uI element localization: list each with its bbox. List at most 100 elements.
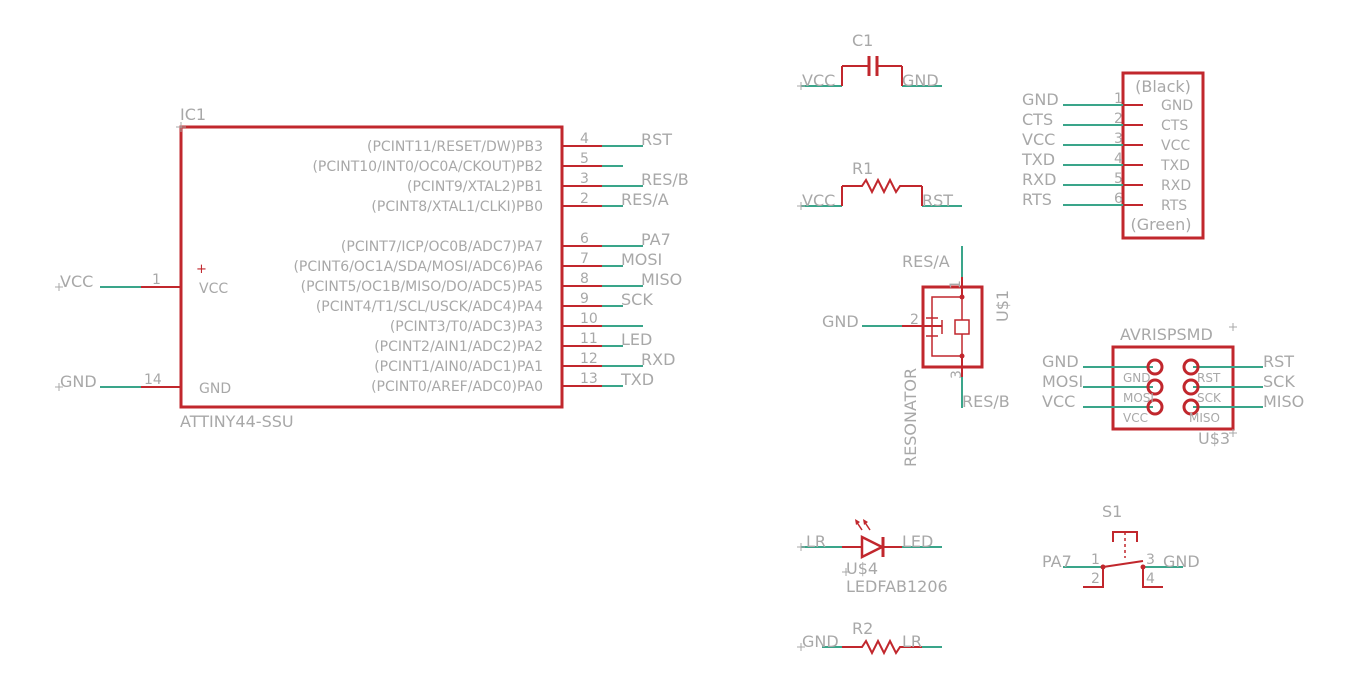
ic1-component[interactable]: IC1 ATTINY44-SSU + VCC GND 1 VCC 14 GND … (55, 105, 689, 431)
ftdi-body (1121, 71, 1205, 240)
pin-number: 3 (1114, 131, 1123, 147)
pin-number: 11 (580, 331, 598, 347)
avrisp-header[interactable]: AVRISPSMD GND MOSI VCC RST SCK MISO GND … (1042, 323, 1304, 448)
r2-left-net: GND (802, 632, 839, 651)
pin-number: 1 (1091, 552, 1100, 568)
led-u4[interactable]: LR LED U$4 LEDFAB1206 (797, 519, 948, 596)
ftdi-top-label: (Black) (1135, 77, 1191, 96)
pin-label: (PCINT0/AREF/ADC0)PA0 (371, 379, 543, 395)
pin-name: CTS (1161, 118, 1188, 134)
pin-name: TXD (1160, 158, 1190, 174)
pin-number: 2 (910, 312, 919, 328)
pin-number: 5 (1114, 171, 1123, 187)
resonator-u1[interactable]: 1 2 3 RES/A GND RES/B U$1 RESONATOR (822, 246, 1012, 467)
pin-label: (PCINT9/XTAL2)PB1 (407, 179, 543, 195)
c1-capacitor[interactable]: C1 VCC GND (797, 31, 942, 90)
pin-number: 1 (152, 272, 161, 288)
net-label-resb: RES/B (962, 392, 1010, 411)
pin-number: 1 (1114, 91, 1123, 107)
net-label: TXD (1021, 150, 1055, 169)
ftdi-bottom-label: (Green) (1131, 215, 1192, 234)
net-label-led: LED (621, 330, 652, 349)
led-right-net: LED (902, 532, 933, 551)
r1-right-net: RST (922, 191, 953, 210)
pin-label: (PCINT3/T0/ADC3)PA3 (390, 319, 543, 335)
avrisp-name: U$3 (1198, 429, 1230, 448)
r2-resistor[interactable]: R2 GND LR (797, 619, 942, 656)
net-label-gnd: GND (60, 372, 97, 391)
pin-name: VCC (1161, 138, 1190, 154)
net-label: RST (1263, 352, 1294, 371)
net-label-rxd: RXD (641, 350, 675, 369)
net-label: RXD (1022, 170, 1056, 189)
pin-name: RXD (1161, 178, 1191, 194)
c1-right-net: GND (902, 71, 939, 90)
pin-label: (PCINT11/RESET/DW)PB3 (367, 139, 543, 155)
net-label: GND (1022, 90, 1059, 109)
ic1-vcc-label: VCC (199, 281, 228, 297)
led-name: U$4 (846, 559, 878, 578)
pin-number: 4 (1114, 151, 1123, 167)
ic1-name: IC1 (180, 105, 206, 124)
led-value: LEDFAB1206 (846, 577, 948, 596)
pin-label: (PCINT2/AIN1/ADC2)PA2 (374, 339, 543, 355)
pin-label: (PCINT8/XTAL1/CLKI)PB0 (371, 199, 543, 215)
led-left-net: LR (806, 532, 826, 551)
s1-name: S1 (1102, 502, 1122, 521)
r1-left-net: VCC (802, 191, 835, 210)
net-label-resb: RES/B (641, 170, 689, 189)
inner-pin-label: MISO (1189, 411, 1220, 425)
pin-number: 9 (580, 291, 589, 307)
pin-name: GND (1161, 98, 1193, 114)
net-label: SCK (1263, 372, 1295, 391)
pin-number: 4 (1146, 571, 1155, 587)
net-label: RTS (1022, 190, 1052, 209)
pin-number: 5 (580, 151, 589, 167)
net-label: VCC (1022, 130, 1055, 149)
pin-label: (PCINT5/OC1B/MISO/DO/ADC5)PA5 (301, 279, 543, 295)
r1-name: R1 (852, 159, 873, 178)
r2-name: R2 (852, 619, 873, 638)
resonator-name: U$1 (993, 290, 1012, 322)
pin-name: RTS (1161, 198, 1187, 214)
net-label: VCC (1042, 392, 1075, 411)
pin-number: 3 (949, 370, 965, 379)
pin-number: 3 (1146, 552, 1155, 568)
pin-label: (PCINT6/OC1A/SDA/MOSI/ADC6)PA6 (293, 259, 543, 275)
pin-number: 12 (580, 351, 598, 367)
s1-left-net: PA7 (1042, 552, 1072, 571)
ic1-polarity-mark: + (196, 262, 207, 277)
pin-label: (PCINT4/T1/SCL/USCK/ADC4)PA4 (316, 299, 543, 315)
pin-number: 2 (1114, 111, 1123, 127)
ftdi-header[interactable]: (Black) (Green) 1 2 3 4 5 6 GND CTS VCC … (1021, 71, 1205, 240)
pin-number: 2 (580, 191, 589, 207)
switch-s1[interactable]: S1 1 2 3 4 PA7 GND (1042, 502, 1200, 588)
inner-pin-label: GND (1123, 371, 1151, 385)
r2-right-net: LR (902, 632, 922, 651)
inner-pin-label: RST (1197, 371, 1221, 385)
net-label-gnd: GND (822, 312, 859, 331)
inner-pin-label: MOSI (1123, 391, 1154, 405)
pin-label: (PCINT10/INT0/OC0A/CKOUT)PB2 (312, 159, 543, 175)
pin-number: 8 (580, 271, 589, 287)
pin-number: 7 (580, 251, 589, 267)
net-label: MOSI (1042, 372, 1083, 391)
c1-name: C1 (852, 31, 873, 50)
pin-number: 14 (144, 372, 162, 388)
ic1-gnd-label: GND (199, 381, 231, 397)
pin-label: (PCINT7/ICP/OC0B/ADC7)PA7 (341, 239, 543, 255)
net-label-resa: RES/A (621, 190, 669, 209)
net-label-resa: RES/A (902, 252, 950, 271)
pin-number: 2 (1091, 571, 1100, 587)
net-label-mosi: MOSI (621, 250, 662, 269)
net-label-pa7: PA7 (641, 230, 671, 249)
pin-number: 4 (580, 131, 589, 147)
ic1-pin-gnd[interactable]: 14 GND (55, 372, 181, 391)
c1-left-net: VCC (802, 71, 835, 90)
pin-number: 6 (1114, 191, 1123, 207)
r1-resistor[interactable]: R1 VCC RST (797, 159, 962, 210)
ic1-pin-vcc[interactable]: 1 VCC (55, 272, 181, 291)
net-label: GND (1042, 352, 1079, 371)
net-label: CTS (1022, 110, 1053, 129)
